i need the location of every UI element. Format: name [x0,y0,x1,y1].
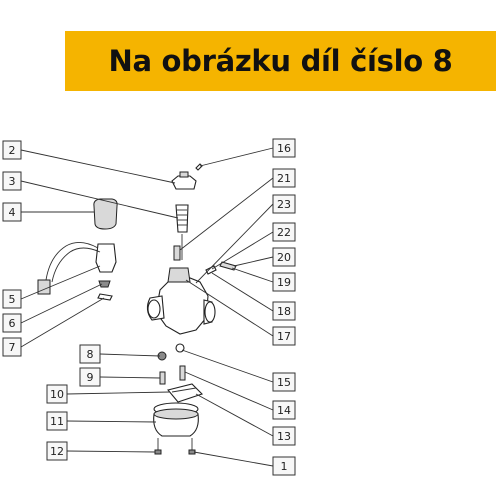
svg-text:13: 13 [277,430,291,443]
callout-8: 8 [79,344,101,364]
callout-17: 17 [272,326,296,346]
svg-text:11: 11 [50,415,64,428]
svg-text:14: 14 [277,404,291,417]
callout-20: 20 [272,247,296,267]
callout-9: 9 [79,367,101,387]
callout-11: 11 [46,411,68,431]
callout-18: 18 [272,301,296,321]
svg-text:17: 17 [277,330,291,343]
callout-16: 16 [272,138,296,158]
callout-10: 10 [46,384,68,404]
svg-text:5: 5 [9,293,16,306]
title-banner: Na obrázku díl číslo 8 [65,31,496,91]
banner-title: Na obrázku díl číslo 8 [108,44,453,78]
svg-text:9: 9 [87,371,94,384]
svg-text:6: 6 [9,317,16,330]
svg-text:16: 16 [277,142,291,155]
callout-14: 14 [272,400,296,420]
svg-text:8: 8 [87,348,94,361]
svg-text:4: 4 [9,206,16,219]
callout-19: 19 [272,272,296,292]
callout-12: 12 [46,441,68,461]
svg-text:7: 7 [9,341,16,354]
callout-2: 2 [2,140,22,160]
callout-15: 15 [272,372,296,392]
callout-5: 5 [2,289,22,309]
callout-1: 1 [272,456,296,476]
svg-text:12: 12 [50,445,64,458]
callout-13: 13 [272,426,296,446]
svg-text:2: 2 [9,144,16,157]
callout-7: 7 [2,337,22,357]
svg-text:20: 20 [277,251,291,264]
callout-23: 23 [272,194,296,214]
callout-3: 3 [2,171,22,191]
svg-text:18: 18 [277,305,291,318]
callout-6: 6 [2,313,22,333]
svg-text:3: 3 [9,175,16,188]
svg-text:15: 15 [277,376,291,389]
svg-text:23: 23 [277,198,291,211]
svg-text:21: 21 [277,172,291,185]
svg-text:19: 19 [277,276,291,289]
leader-lines [20,147,274,467]
svg-text:10: 10 [50,388,64,401]
svg-text:22: 22 [277,226,291,239]
callout-21: 21 [272,168,296,188]
svg-text:1: 1 [281,460,288,473]
callout-4: 4 [2,202,22,222]
carburetor-assembly [37,163,237,455]
callout-22: 22 [272,222,296,242]
